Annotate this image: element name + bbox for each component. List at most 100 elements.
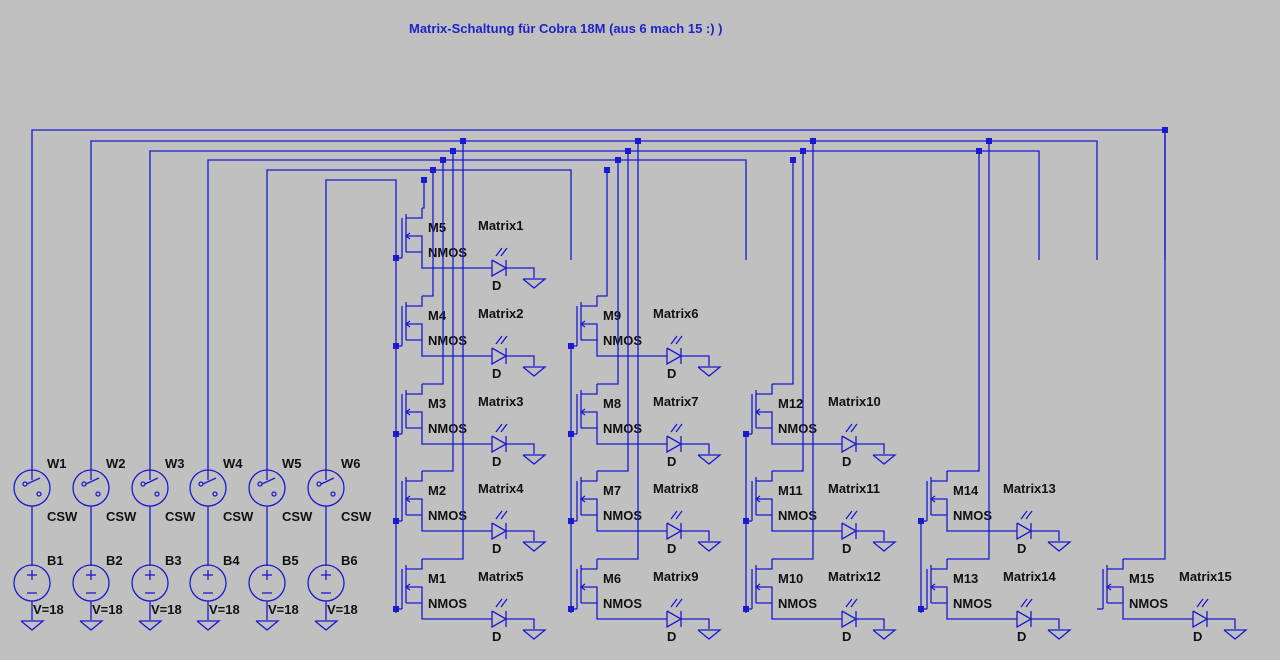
switch-name-label: W3 <box>165 456 185 471</box>
switch-contact <box>271 491 277 497</box>
led-name-label: Matrix10 <box>828 394 881 409</box>
diode-label: D <box>492 278 501 293</box>
led-triangle <box>491 259 508 278</box>
mosfet-name-label: M4 <box>428 308 447 323</box>
wire <box>772 160 794 385</box>
ground-symbol <box>196 620 221 631</box>
diode-label: D <box>492 629 501 644</box>
ground-symbol <box>1047 541 1072 552</box>
mosfet-name-label: M12 <box>778 396 803 411</box>
mosfet-arrow <box>929 495 936 503</box>
wire <box>597 141 639 560</box>
wire <box>597 151 629 472</box>
switch-name-label: W5 <box>282 456 302 471</box>
ground-symbol <box>697 454 722 465</box>
ground-triangle <box>1047 629 1072 640</box>
mosfet-body <box>406 586 423 604</box>
ground-symbol <box>697 541 722 552</box>
diode-label: D <box>667 541 676 556</box>
led-name-label: Matrix12 <box>828 569 881 584</box>
wire <box>422 170 434 297</box>
component-layer: W1CSWW2CSWW3CSWW4CSWW5CSWW6CSWB1V=18B2V=… <box>13 130 1248 644</box>
ground-triangle <box>255 620 280 631</box>
mosfet-name-label: M10 <box>778 571 803 586</box>
wire <box>946 515 1017 532</box>
led-triangle <box>841 522 858 541</box>
switch-type-label: CSW <box>223 509 254 524</box>
led-name-label: Matrix3 <box>478 394 524 409</box>
mosfet-body <box>406 498 423 516</box>
mosfet-drain <box>406 471 423 482</box>
switch-contact <box>198 481 204 487</box>
mosfet-arrow <box>1105 583 1112 591</box>
bus-line <box>149 150 1040 480</box>
ground-triangle <box>522 366 547 377</box>
wire <box>506 530 535 541</box>
mosfet-body <box>406 323 423 341</box>
ground-triangle <box>522 278 547 289</box>
mosfet-name-label: M7 <box>603 483 621 498</box>
wire <box>506 443 535 454</box>
ground-symbol <box>1047 629 1072 640</box>
bus-line <box>31 129 1166 480</box>
wire <box>422 141 464 560</box>
switch-lever <box>26 477 41 485</box>
mosfet-type-label: NMOS <box>428 508 467 523</box>
mosfet-arrow <box>404 232 411 240</box>
mosfet-type-label: NMOS <box>603 333 642 348</box>
switch-contact <box>22 481 28 487</box>
switch-contact <box>257 481 263 487</box>
battery-name-label: B5 <box>282 553 299 568</box>
led-triangle <box>841 435 858 454</box>
switch-name-label: W2 <box>106 456 126 471</box>
mosfet-arrow <box>754 408 761 416</box>
ground-symbol <box>522 541 547 552</box>
battery-name-label: B6 <box>341 553 358 568</box>
led-name-label: Matrix15 <box>1179 569 1232 584</box>
led-triangle <box>841 610 858 629</box>
led-rays-icon <box>495 335 508 345</box>
diode-label: D <box>1193 629 1202 644</box>
ground-symbol <box>79 620 104 631</box>
mosfet-name-label: M13 <box>953 571 978 586</box>
wire <box>856 618 885 629</box>
mosfet-type-label: NMOS <box>1129 596 1168 611</box>
mosfet-arrow <box>579 320 586 328</box>
wire <box>506 267 535 278</box>
switch-contact <box>36 491 42 497</box>
mosfet-body <box>931 498 948 516</box>
ground-symbol <box>1223 629 1248 640</box>
battery-b2: B2V=18 <box>72 553 123 631</box>
ground-symbol <box>522 278 547 289</box>
wire <box>596 428 667 445</box>
diode-label: D <box>842 541 851 556</box>
led-rays-icon <box>845 423 858 433</box>
led-rays-icon <box>670 598 683 608</box>
switch-contact <box>154 491 160 497</box>
ground-symbol <box>255 620 280 631</box>
switch-lever <box>261 477 276 485</box>
mosfet-type-label: NMOS <box>428 245 467 260</box>
led-rays-icon <box>670 335 683 345</box>
led-rays-icon <box>670 510 683 520</box>
wire <box>597 160 619 385</box>
mosfet-arrow <box>404 320 411 328</box>
wire <box>772 141 814 560</box>
diode-label: D <box>667 366 676 381</box>
bus-line <box>90 140 1098 480</box>
wire <box>771 603 842 620</box>
mosfet-body <box>581 586 598 604</box>
mosfet-arrow <box>754 495 761 503</box>
